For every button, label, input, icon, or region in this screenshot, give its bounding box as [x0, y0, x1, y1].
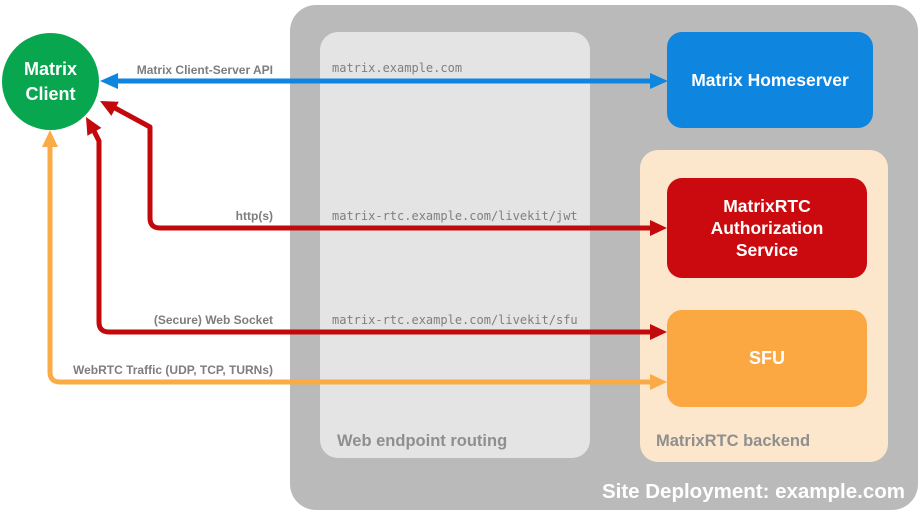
- sfu-label: SFU: [749, 348, 785, 368]
- matrix-client-node: Matrix Client: [2, 33, 99, 130]
- webrtc-arrowhead-client: [42, 130, 58, 147]
- matrix-client-label: Matrix Client: [23, 58, 77, 104]
- websocket-arrowhead-client: [86, 117, 102, 136]
- matrixrtc-authorization-service-label: MatrixRTC Authorization Service: [710, 196, 824, 260]
- endpoint-livekit-jwt: matrix-rtc.example.com/livekit/jwt: [332, 209, 578, 223]
- sfu-node: SFU: [667, 310, 867, 407]
- matrixrtc-backend-label: MatrixRTC backend: [656, 432, 811, 450]
- web-endpoint-routing-label: Web endpoint routing: [337, 432, 508, 450]
- https-arrowhead-client: [100, 101, 119, 116]
- matrixrtc-authorization-service-node: MatrixRTC Authorization Service: [667, 178, 867, 278]
- websocket-arrow-label: (Secure) Web Socket: [153, 313, 273, 327]
- webrtc-arrow-label: WebRTC Traffic (UDP, TCP, TURNs): [72, 363, 273, 377]
- matrix-homeserver-label: Matrix Homeserver: [691, 69, 849, 90]
- endpoint-livekit-sfu: matrix-rtc.example.com/livekit/sfu: [332, 313, 578, 327]
- site-deployment-label: Site Deployment: example.com: [601, 480, 905, 503]
- client-server-api-arrowhead-left: [100, 73, 118, 89]
- web-endpoint-routing-panel: [320, 32, 590, 458]
- client-server-api-arrow-label: Matrix Client-Server API: [136, 63, 273, 77]
- endpoint-matrix-example-com: matrix.example.com: [332, 61, 463, 75]
- matrix-homeserver-node: Matrix Homeserver: [667, 32, 873, 128]
- https-arrow-label: http(s): [235, 209, 273, 223]
